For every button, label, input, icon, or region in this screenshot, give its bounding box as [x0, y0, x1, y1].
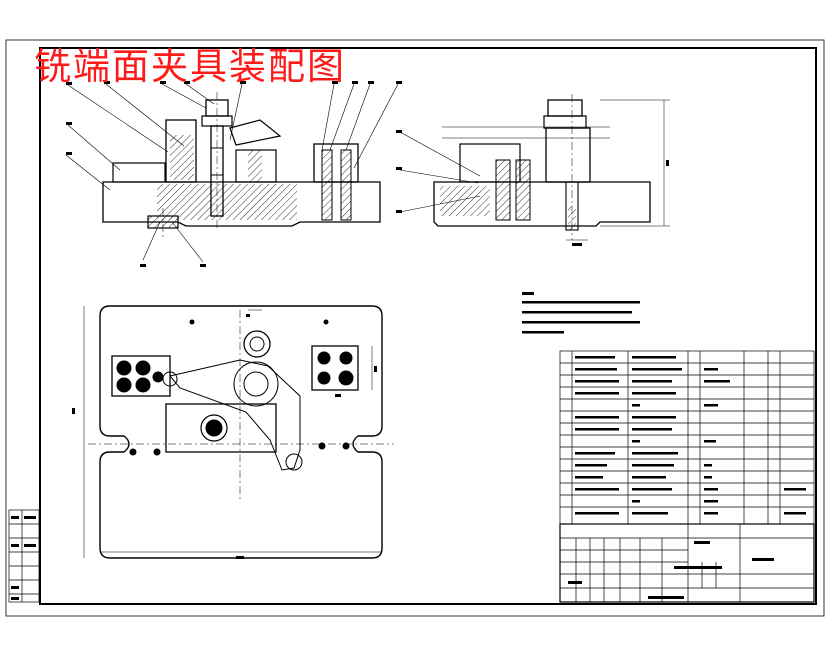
side-section-view: [396, 94, 670, 246]
drawing-title: 铣端面夹具装配图: [34, 45, 346, 88]
front-section-view: [65, 81, 402, 267]
sheet-outer-border: [5, 39, 825, 617]
title-block: [559, 523, 815, 603]
drawing-frame: [39, 47, 817, 605]
binding-margin-table: [8, 509, 40, 603]
bill-of-materials-table: [559, 350, 815, 525]
technical-requirements-notes: [522, 292, 640, 334]
top-plan-view: [72, 305, 394, 559]
